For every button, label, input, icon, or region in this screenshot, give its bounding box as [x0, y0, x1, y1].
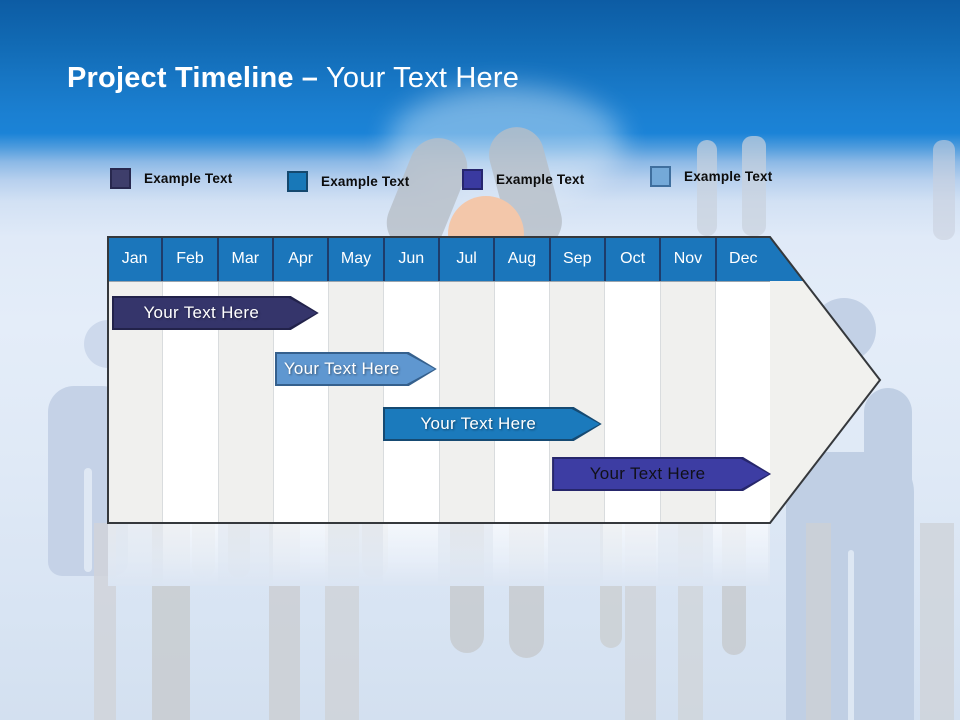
silhouette-leg: [920, 523, 954, 720]
month-header-mar: Mar: [219, 237, 274, 281]
gantt-bar-2: Your Text Here: [275, 352, 437, 386]
slide-title-separator: –: [301, 62, 319, 94]
silhouette-band-3: [933, 140, 955, 240]
legend-label: Example Text: [321, 174, 410, 189]
legend-item-4: Example Text: [650, 166, 772, 187]
gantt-bar-4: Your Text Here: [552, 457, 771, 491]
month-column-jul: [439, 282, 495, 524]
silhouette-band-2: [742, 136, 766, 236]
legend-item-3: Example Text: [462, 169, 584, 190]
slide-title: Project Timeline–Your Text Here: [67, 62, 519, 95]
month-header-aug: Aug: [495, 237, 551, 281]
gantt-bar-label: Your Text Here: [283, 359, 400, 378]
slide-title-bold: Project Timeline: [67, 62, 294, 94]
slide-title-regular: Your Text Here: [326, 62, 520, 94]
legend-label: Example Text: [144, 171, 233, 186]
month-header-jan: Jan: [108, 237, 164, 281]
month-header-nov: Nov: [661, 237, 717, 281]
legend-label: Example Text: [684, 169, 773, 184]
table-reflection-fade: [108, 524, 770, 586]
gantt-bar-1: Your Text Here: [112, 296, 319, 330]
gantt-bar-label: Your Text Here: [589, 464, 706, 483]
legend-swatch-icon: [110, 168, 131, 189]
silhouette-leg-slit-left: [84, 468, 92, 572]
gantt-bar-3: Your Text Here: [383, 407, 602, 441]
month-header-sep: Sep: [551, 237, 606, 281]
month-header-dec: Dec: [729, 250, 758, 267]
legend-item-1: Example Text: [110, 168, 232, 189]
silhouette-leg: [806, 523, 831, 720]
month-header-jun: Jun: [385, 237, 440, 281]
silhouette-head-right: [812, 298, 876, 362]
silhouette-band-1: [697, 140, 717, 236]
legend-swatch-icon: [462, 169, 483, 190]
month-column-aug: [494, 282, 550, 524]
legend-swatch-icon: [650, 166, 671, 187]
month-header-apr: Apr: [274, 237, 330, 281]
arrow-head-header-wedge: [770, 238, 804, 281]
month-header-jul: Jul: [440, 237, 496, 281]
month-header-may: May: [329, 237, 385, 281]
month-column-may: [329, 282, 385, 524]
month-column-jun: [384, 282, 440, 524]
gantt-bar-label: Your Text Here: [143, 303, 260, 322]
legend-swatch-icon: [287, 171, 308, 192]
legend-item-2: Example Text: [287, 171, 409, 192]
month-header-oct: Oct: [606, 237, 662, 281]
month-header-feb: Feb: [163, 237, 219, 281]
gantt-bar-label: Your Text Here: [420, 414, 537, 433]
legend-label: Example Text: [496, 172, 585, 187]
silhouette-leg-slit-right: [848, 550, 854, 720]
